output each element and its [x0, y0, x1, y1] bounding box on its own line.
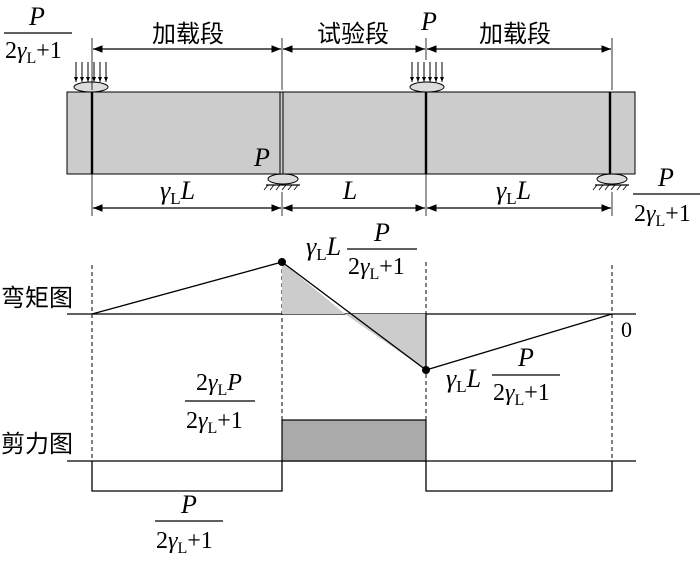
shear-area-middle [281, 419, 427, 462]
svg-text:P: P [657, 163, 674, 192]
svg-text:P: P [180, 490, 197, 519]
moment-peak-point [278, 258, 286, 266]
svg-text:P: P [373, 218, 390, 247]
beam [66, 91, 636, 175]
segment-label-left: 加载段 [152, 20, 224, 48]
svg-text:2γL+1: 2γL+1 [156, 528, 213, 557]
shear-left-negative [91, 461, 283, 492]
svg-text:2γL+1: 2γL+1 [493, 380, 550, 409]
segment-label-right: 加载段 [479, 20, 551, 48]
segment-dimensions [91, 38, 613, 90]
reaction-fraction-right: P 2γL+1 [633, 163, 700, 230]
moment-curve [91, 261, 613, 371]
length-dimensions [91, 174, 613, 216]
svg-text:2γL+1: 2γL+1 [186, 408, 243, 437]
load-fraction-top-left: P 2γL+1 [4, 2, 72, 67]
shear-end-value: P 2γL+1 [155, 490, 223, 557]
svg-text:2γL+1: 2γL+1 [348, 254, 405, 283]
length-label-middle: L [342, 176, 357, 205]
moment-trough-value: γLL P 2γL+1 [446, 343, 560, 409]
svg-text:γLL: γLL [446, 364, 481, 396]
svg-text:2γLP: 2γLP [196, 370, 242, 399]
load-pad-left [73, 62, 109, 93]
moment-area-negative [345, 314, 426, 370]
support-right [592, 173, 629, 191]
svg-text:P: P [28, 2, 45, 31]
shear-right-negative [425, 461, 613, 492]
moment-trough-point [422, 366, 430, 374]
svg-text:2γL+1: 2γL+1 [634, 201, 691, 230]
moment-diagram-label: 弯矩图 [1, 284, 73, 312]
load-pad-right [409, 62, 445, 93]
support-middle [263, 173, 300, 191]
svg-text:2γL+1: 2γL+1 [5, 38, 62, 67]
reaction-label-p-middle: P [253, 143, 270, 172]
shear-middle-value: 2γLP 2γL+1 [185, 370, 255, 437]
moment-zero-label: 0 [621, 317, 632, 342]
svg-text:P: P [517, 343, 534, 372]
length-label-right: γLL [496, 176, 531, 208]
moment-area-positive [282, 262, 345, 314]
shear-diagram-label: 剪力图 [1, 430, 73, 458]
segment-label-middle: 试验段 [317, 20, 389, 48]
load-label-p-top: P [420, 7, 437, 36]
svg-text:γLL: γLL [306, 232, 341, 264]
moment-peak-value: γLL P 2γL+1 [306, 218, 417, 283]
length-label-left: γLL [160, 176, 195, 208]
